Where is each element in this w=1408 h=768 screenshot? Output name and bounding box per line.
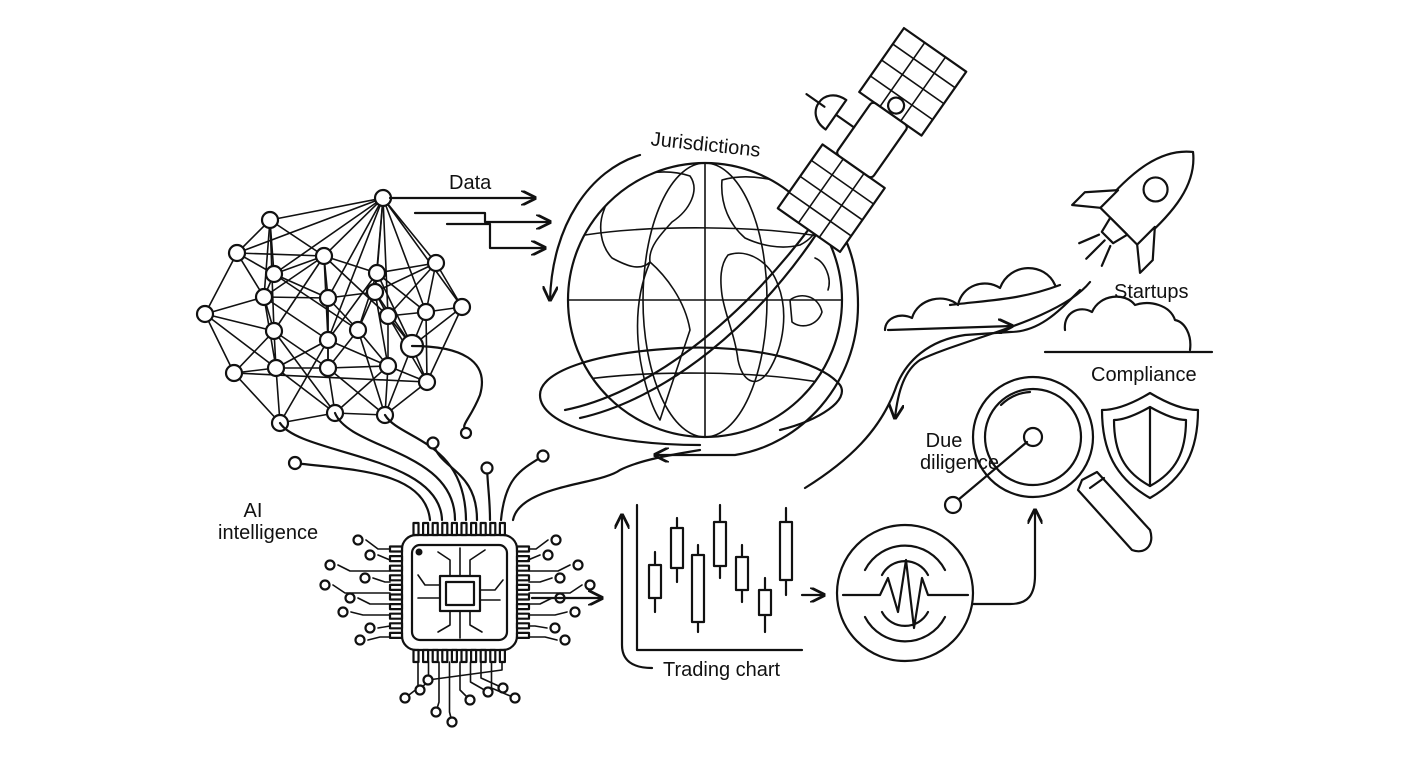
network-node bbox=[378, 356, 398, 376]
network-node bbox=[318, 358, 338, 378]
candlestick bbox=[712, 520, 728, 568]
network-node bbox=[365, 282, 385, 302]
candlestick bbox=[778, 520, 794, 582]
ai-label-1: AI bbox=[244, 500, 263, 522]
network-node bbox=[266, 358, 286, 378]
data-label: Data bbox=[449, 172, 492, 194]
satellite-icon bbox=[776, 26, 968, 254]
magnifier-icon bbox=[943, 375, 1153, 553]
data-arrows bbox=[388, 198, 550, 248]
signal-radar-icon bbox=[835, 510, 1035, 663]
candlestick bbox=[669, 526, 685, 570]
network-node bbox=[416, 302, 436, 322]
network-node bbox=[417, 372, 437, 392]
network-node bbox=[378, 306, 398, 326]
network-node bbox=[314, 246, 334, 266]
network-node bbox=[264, 321, 284, 341]
candlestick bbox=[647, 563, 663, 600]
neural-network-icon bbox=[195, 188, 472, 433]
candlestick bbox=[690, 553, 706, 624]
network-node bbox=[195, 304, 215, 324]
candlestick bbox=[757, 588, 773, 617]
candlestick-chart-icon bbox=[622, 503, 804, 670]
jurisdictions-label: Jurisdictions bbox=[650, 128, 762, 161]
startups-label: Startups bbox=[1114, 281, 1188, 303]
network-node bbox=[452, 297, 472, 317]
shield-icon bbox=[1100, 391, 1200, 500]
network-node bbox=[224, 363, 244, 383]
cpu-chip-icon bbox=[319, 521, 596, 728]
network-node bbox=[348, 320, 368, 340]
network-node bbox=[260, 210, 280, 230]
network-node bbox=[373, 188, 393, 208]
rocket-icon bbox=[1071, 150, 1195, 274]
trading-chart-label: Trading chart bbox=[663, 659, 781, 681]
network-node bbox=[254, 287, 274, 307]
ai-label-2: intelligence bbox=[218, 522, 318, 544]
cloud-icon bbox=[883, 267, 1214, 354]
network-node bbox=[426, 253, 446, 273]
due-diligence-label-1: Due bbox=[926, 430, 963, 452]
network-node bbox=[318, 288, 338, 308]
compliance-label: Compliance bbox=[1091, 364, 1197, 386]
network-node bbox=[264, 264, 284, 284]
network-node bbox=[318, 330, 338, 350]
due-diligence-label-2: diligence bbox=[920, 452, 999, 474]
candlestick bbox=[734, 555, 750, 592]
network-node bbox=[367, 263, 387, 283]
network-node bbox=[227, 243, 247, 263]
network-to-chip-wires bbox=[278, 344, 702, 522]
globe-icon bbox=[538, 153, 860, 455]
